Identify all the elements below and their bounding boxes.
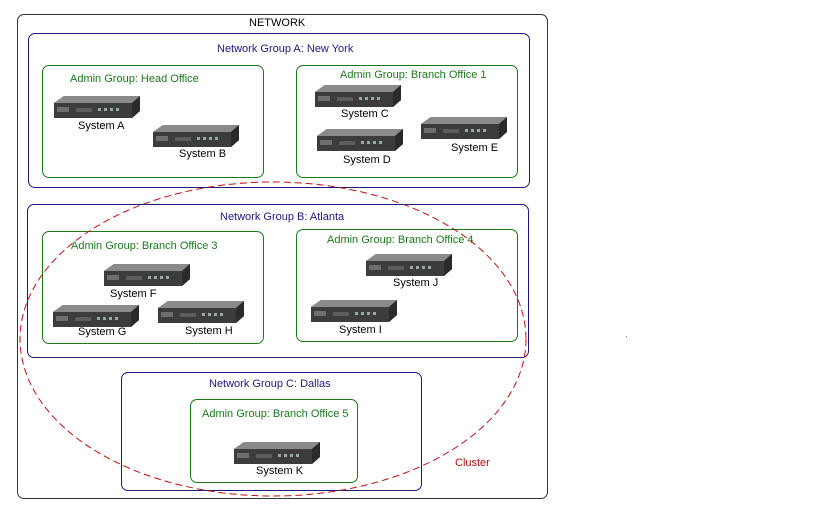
server-icon — [53, 305, 139, 327]
network-group-a-title: Network Group A: New York — [217, 43, 354, 55]
server-icon — [158, 301, 244, 323]
network-title: NETWORK — [249, 17, 306, 29]
admin-group-branch-office-3-title: Admin Group: Branch Office 3 — [71, 240, 218, 252]
system-h-label: System H — [185, 325, 233, 337]
system-a-label: System A — [78, 120, 125, 132]
admin-group-branch-office-4-title: Admin Group: Branch Office 4 — [327, 234, 474, 246]
server-icon — [315, 85, 401, 107]
system-g-label: System G — [78, 326, 127, 338]
server-icon — [54, 96, 140, 118]
system-f-label: System F — [110, 288, 157, 300]
system-e-label: System E — [451, 142, 499, 154]
admin-group-head-office — [42, 65, 264, 178]
stray-dot — [626, 336, 627, 337]
system-c-label: System C — [341, 108, 389, 120]
admin-group-branch-office-5-title: Admin Group: Branch Office 5 — [202, 408, 349, 420]
system-j-label: System J — [393, 277, 439, 289]
system-i-label: System I — [339, 324, 382, 336]
system-b-label: System B — [179, 148, 227, 160]
system-d-label: System D — [343, 154, 391, 166]
cluster-label: Cluster — [455, 457, 490, 469]
server-icon — [311, 300, 397, 322]
server-icon — [104, 264, 190, 286]
system-k-label: System K — [256, 465, 304, 477]
server-icon — [317, 129, 403, 151]
network-group-b-title: Network Group B: Atlanta — [220, 211, 345, 223]
admin-group-branch-office-1-title: Admin Group: Branch Office 1 — [340, 69, 487, 81]
server-icon — [153, 125, 239, 147]
server-icon — [234, 442, 320, 464]
admin-group-head-office-title: Admin Group: Head Office — [70, 73, 199, 85]
server-icon — [421, 117, 507, 139]
server-icon — [366, 254, 452, 276]
network-group-c-title: Network Group C: Dallas — [209, 378, 331, 390]
admin-group-branch-office-1 — [296, 65, 518, 178]
network-boundary — [17, 14, 548, 499]
